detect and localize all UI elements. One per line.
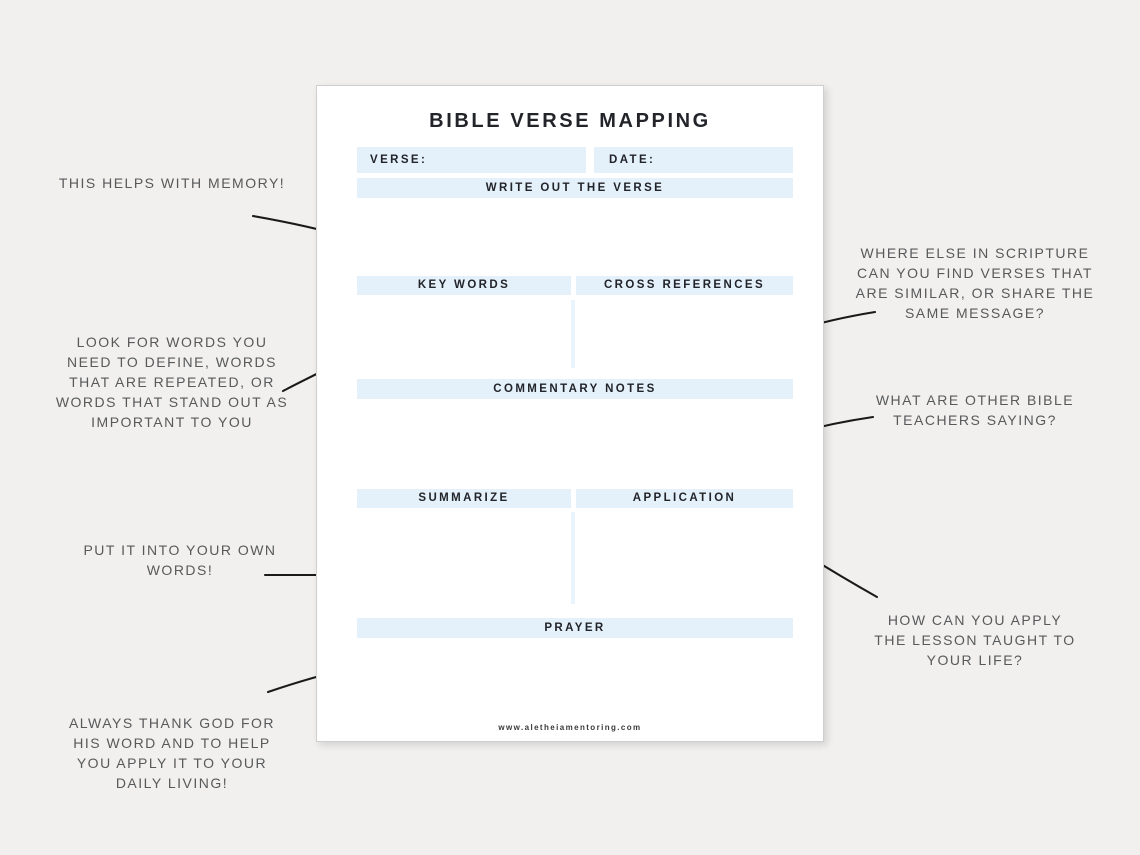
write-verse-area <box>357 198 793 270</box>
annotation-line: THIS HELPS WITH MEMORY! <box>58 175 286 191</box>
commentary-notes-area <box>357 399 793 483</box>
summarize-area <box>357 508 571 608</box>
website-url: www.aletheiamentoring.com <box>498 723 642 732</box>
prayer-area <box>357 638 793 716</box>
section-header-commentary-notes: COMMENTARY NOTES <box>357 379 793 399</box>
column-divider-top <box>571 300 575 368</box>
annotation-line: THAT ARE REPEATED, OR <box>69 374 275 390</box>
application-area <box>576 508 793 608</box>
annotation-line: IMPORTANT TO YOU <box>91 414 253 430</box>
annotation-line: LOOK FOR WORDS YOU <box>76 334 268 350</box>
annotation-line: TEACHERS SAYING? <box>893 412 1057 428</box>
annotation-line: CAN YOU FIND VERSES THAT <box>857 265 1093 281</box>
annotation-summarize-note: PUT IT INTO YOUR OWN WORDS! <box>30 540 330 580</box>
annotation-line: ALWAYS THANK GOD FOR <box>68 715 276 731</box>
section-header-key-words: KEY WORDS <box>357 276 571 295</box>
annotation-line: HOW CAN YOU APPLY <box>887 612 1063 628</box>
verse-field-label: VERSE: <box>357 147 586 173</box>
annotation-commentary-note: WHAT ARE OTHER BIBLE TEACHERS SAYING? <box>835 390 1115 430</box>
key-words-area <box>357 295 571 373</box>
cross-references-area <box>576 295 793 373</box>
annotation-line: YOUR LIFE? <box>926 652 1024 668</box>
annotation-line: WORDS THAT STAND OUT AS <box>55 394 289 410</box>
column-divider-bottom <box>571 512 575 604</box>
section-header-write-verse: WRITE OUT THE VERSE <box>357 178 793 198</box>
section-header-application: APPLICATION <box>576 489 793 508</box>
annotation-line: ARE SIMILAR, OR SHARE THE <box>855 285 1095 301</box>
annotation-application-note: HOW CAN YOU APPLY THE LESSON TAUGHT TO YOU… <box>835 610 1115 670</box>
section-header-prayer: PRAYER <box>357 618 793 638</box>
annotation-memory-note: THIS HELPS WITH MEMORY! <box>22 173 322 193</box>
annotation-key-words-note: LOOK FOR WORDS YOU NEED TO DEFINE, WORDS T… <box>22 332 322 432</box>
annotation-line: WORDS! <box>146 562 214 578</box>
section-header-cross-references: CROSS REFERENCES <box>576 276 793 295</box>
annotation-line: PUT IT INTO YOUR OWN <box>83 542 277 558</box>
worksheet-page: BIBLE VERSE MAPPING VERSE: DATE: WRITE O… <box>316 85 824 742</box>
annotation-line: WHAT ARE OTHER BIBLE <box>875 392 1075 408</box>
date-field-label: DATE: <box>594 147 793 173</box>
section-header-summarize: SUMMARIZE <box>357 489 571 508</box>
annotation-cross-references-note: WHERE ELSE IN SCRIPTURE CAN YOU FIND VERS… <box>835 243 1115 323</box>
annotation-line: YOU APPLY IT TO YOUR <box>76 755 268 771</box>
annotation-line: HIS WORD AND TO HELP <box>73 735 271 751</box>
annotation-line: SAME MESSAGE? <box>904 305 1046 321</box>
worksheet-title: BIBLE VERSE MAPPING <box>429 110 711 132</box>
annotation-line: THE LESSON TAUGHT TO <box>874 632 1076 648</box>
annotation-line: WHERE ELSE IN SCRIPTURE <box>860 245 1090 261</box>
annotation-line: NEED TO DEFINE, WORDS <box>67 354 277 370</box>
annotation-line: DAILY LIVING! <box>115 775 229 791</box>
annotation-prayer-note: ALWAYS THANK GOD FOR HIS WORD AND TO HELP… <box>22 713 322 793</box>
